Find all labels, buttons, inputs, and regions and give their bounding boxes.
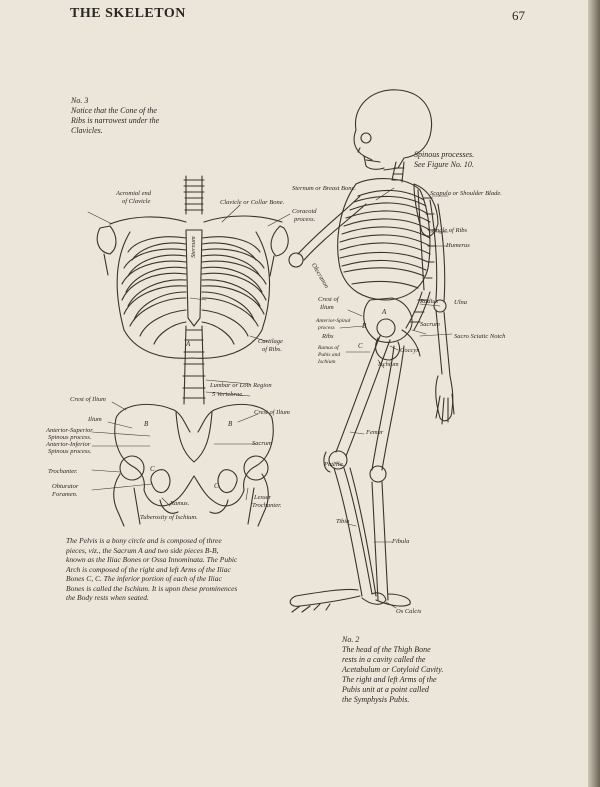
label-crest-ilium-right: Crest of Ilium bbox=[254, 409, 290, 416]
note-no2-line: No. 2 bbox=[342, 635, 360, 644]
note-pelvis-line: The Pelvis is a bony circle and is compo… bbox=[66, 536, 222, 545]
label-humerus: Humerus bbox=[446, 242, 470, 249]
label-ischium: Ischium bbox=[378, 361, 399, 368]
label-patella: Patella bbox=[324, 461, 343, 468]
note-pelvis: The Pelvis is a bony circle and is compo… bbox=[66, 536, 237, 603]
label-lumbar: Lumbar or Loin Region bbox=[210, 382, 272, 389]
label-ilium: Ilium bbox=[88, 416, 102, 423]
label-clavicle: Clavicle or Collar Bone. bbox=[220, 199, 285, 206]
letter-a-front: A bbox=[186, 340, 191, 348]
label-ribs: Ribs bbox=[322, 333, 334, 340]
label-sternum-front: Sternum bbox=[190, 236, 197, 258]
label-tuberosity: Tuberosity of Ischium. bbox=[140, 514, 198, 521]
note-pelvis-line: pieces, viz., the Sacrum A and two side … bbox=[66, 545, 219, 555]
note-pelvis-line: known as the Iliac Bones or Ossa Innomin… bbox=[66, 555, 238, 564]
note-no3-line: Notice that the Cone of the bbox=[71, 106, 157, 115]
note-no2-line: The head of the Thigh Bone bbox=[342, 645, 431, 654]
letter-a-side: A bbox=[382, 308, 387, 316]
note-no2-line: Acetabulum or Cotyloid Cavity. bbox=[342, 665, 444, 674]
note-spinous-line: See Figure No. 10. bbox=[414, 160, 474, 169]
label-coccyx: Coccyx bbox=[400, 347, 420, 354]
note-spinous-line: Spinous processes. bbox=[414, 150, 475, 159]
label-obturator: Obturator bbox=[52, 483, 79, 490]
label-os-calcis: Os Calcis bbox=[396, 608, 422, 615]
leader-lines bbox=[87, 187, 453, 609]
label-ant-superior: Anterior-Superior bbox=[46, 427, 93, 434]
label-sacro-sciatic: Sacro Sciatic Notch bbox=[454, 333, 506, 340]
label-obturator-2: Foramen. bbox=[52, 491, 78, 498]
label-lumbar-2: 5 Vertebrae. bbox=[212, 391, 244, 398]
label-lesser-trochanter: Lesser bbox=[254, 494, 271, 501]
label-coracoid: Coracoid bbox=[292, 208, 317, 215]
label-ant-superior-2: Spinous process. bbox=[48, 434, 92, 441]
label-sacrum-side: Sacrum bbox=[420, 321, 440, 328]
label-cartilage: Cartilage bbox=[258, 338, 283, 345]
note-pelvis-line: the Body rests when seated. bbox=[66, 593, 149, 602]
label-ramus-pubis-3: Ischium bbox=[318, 359, 336, 365]
label-ramus-pubis: Ramus of bbox=[318, 345, 339, 351]
label-acromial-end: Acromial end bbox=[116, 190, 151, 197]
note-no3-line: Clavicles. bbox=[71, 126, 103, 135]
letter-c-left: C bbox=[150, 465, 155, 473]
label-ant-inferior-2: Spinous process. bbox=[48, 448, 92, 455]
label-ulna: Ulna bbox=[454, 299, 467, 306]
label-tibia: Tibia bbox=[336, 518, 350, 525]
note-no2: No. 2 The head of the Thigh Bone rests i… bbox=[342, 635, 443, 705]
note-spinous: Spinous processes. See Figure No. 10. bbox=[414, 150, 474, 170]
note-no2-line: rests in a cavity called the bbox=[342, 655, 426, 664]
label-radius: Radius bbox=[420, 298, 439, 305]
letter-c-right: C bbox=[214, 482, 219, 490]
running-title: THE SKELETON bbox=[70, 6, 186, 21]
label-ramus: Ramus. bbox=[170, 500, 190, 507]
note-no2-line: the Symphysis Pubis. bbox=[342, 695, 410, 704]
side-skeleton-drawing bbox=[288, 89, 455, 613]
letter-c-side: C bbox=[358, 342, 363, 350]
note-pelvis-line: Arch is composed of the right and left A… bbox=[66, 564, 231, 574]
label-crest-ilium-side: Crest of bbox=[318, 296, 339, 303]
book-gutter-shadow bbox=[588, 0, 600, 787]
label-cartilage-2: of Ribs. bbox=[262, 346, 282, 353]
label-sternum-side: Sternum or Breast Bone. bbox=[292, 185, 357, 192]
note-no3: No. 3 Notice that the Cone of the Ribs i… bbox=[71, 96, 159, 136]
label-acromial-end-2: of Clavicle bbox=[122, 198, 151, 205]
label-femur: Femur bbox=[366, 429, 384, 436]
note-pelvis-line: Bones C, C. The inferior portion of each… bbox=[66, 574, 222, 583]
label-ramus-pubis-2: Pubis and bbox=[318, 352, 341, 358]
label-trochanter: Trochanter. bbox=[48, 468, 78, 475]
label-scapula: Scapula or Shoulder Blade. bbox=[430, 190, 502, 197]
label-coracoid-2: process. bbox=[294, 216, 316, 223]
label-crest-ilium-side-2: Ilium bbox=[320, 304, 334, 311]
label-lesser-trochanter-2: Trochanter. bbox=[252, 502, 282, 509]
label-sacrum-front: Sacrum bbox=[252, 440, 272, 447]
note-no3-line: No. 3 bbox=[71, 96, 89, 105]
note-pelvis-line: Bones is called the Ischium. It is upon … bbox=[66, 583, 238, 593]
label-ant-spinal-side: Anterior-Spinal bbox=[316, 318, 351, 324]
note-no2-line: The right and left Arms of the bbox=[342, 675, 437, 684]
front-thorax-drawing bbox=[96, 175, 289, 405]
letter-b-left: B bbox=[144, 420, 149, 428]
note-no2-line: Pubis unit at a point called bbox=[342, 685, 429, 694]
label-ant-spinal-side-2: process bbox=[318, 325, 335, 331]
letter-b-side: B bbox=[362, 322, 367, 330]
label-ant-inferior: Anterior-Inferior bbox=[46, 441, 91, 448]
front-pelvis-drawing bbox=[113, 403, 274, 527]
letter-b-right: B bbox=[228, 420, 233, 428]
label-angle-ribs: Angle of Ribs bbox=[432, 227, 468, 234]
note-no3-line: Ribs is narrowest under the bbox=[71, 116, 160, 125]
label-crest-ilium-left: Crest of Ilium bbox=[70, 396, 106, 403]
page-number: 67 bbox=[512, 8, 525, 23]
label-fibula: Fibula bbox=[392, 538, 410, 545]
